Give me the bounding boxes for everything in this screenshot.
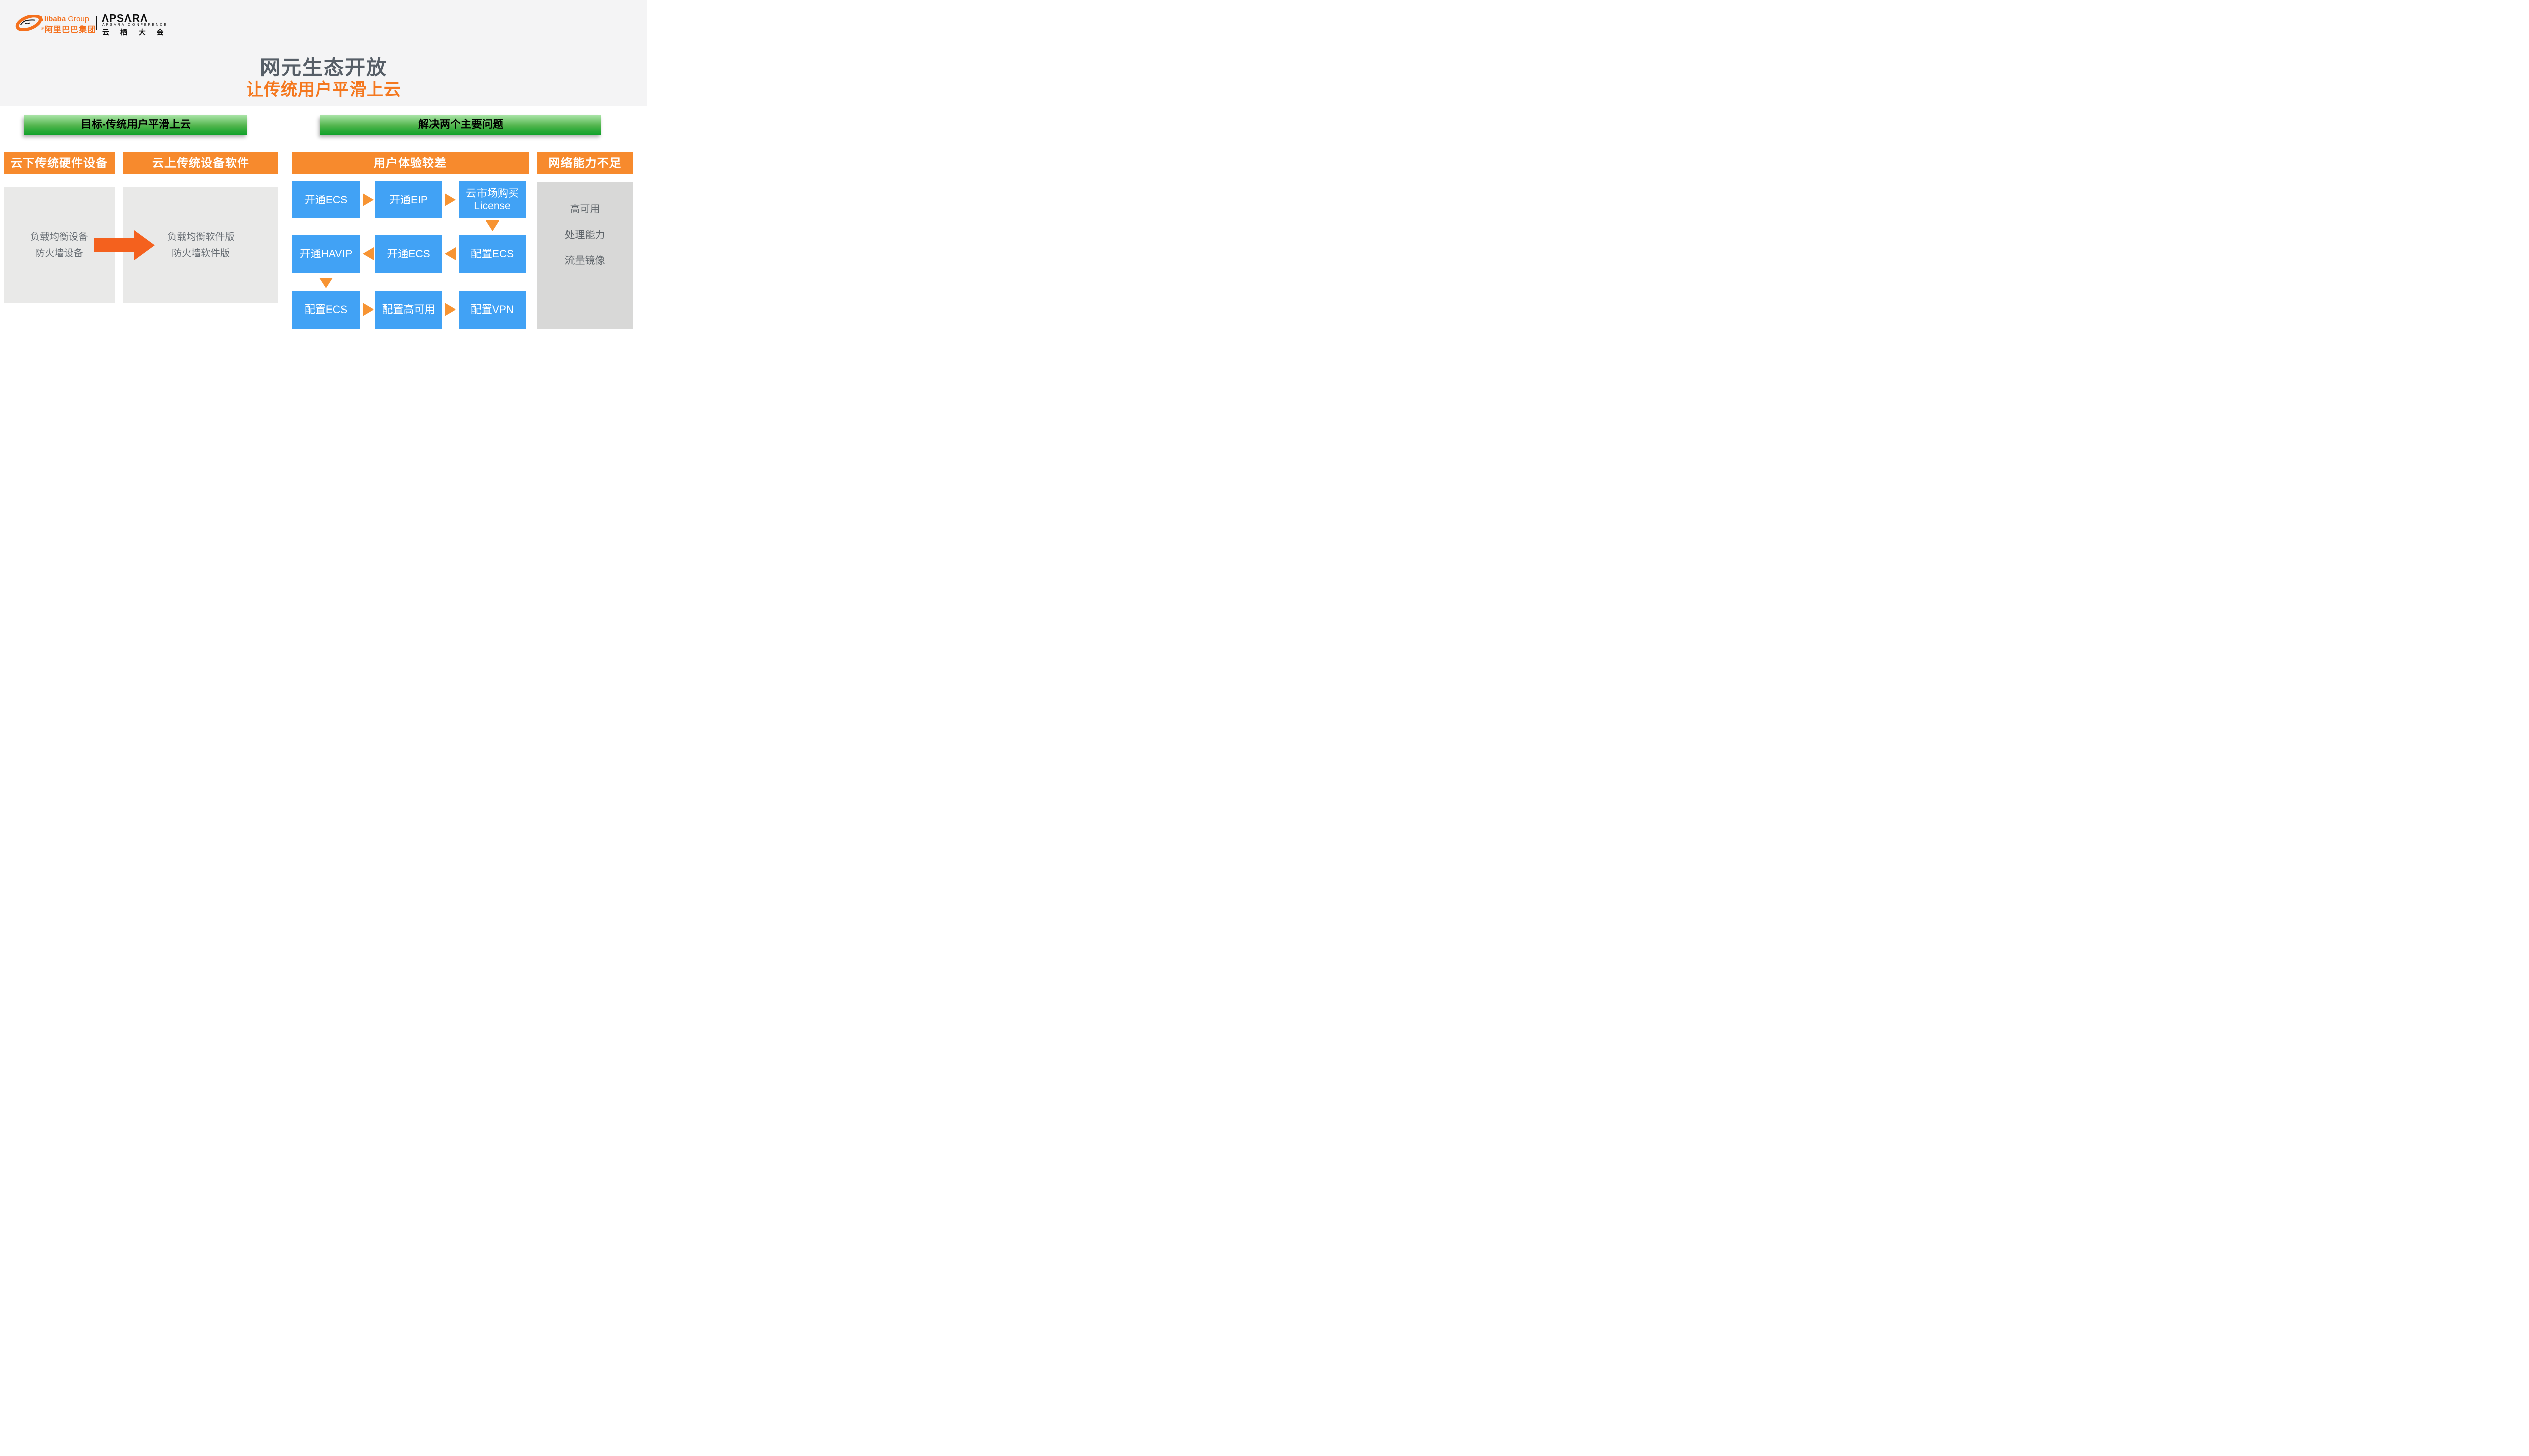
arrow-down-icon: [319, 278, 333, 288]
arrow-left-icon: [445, 247, 456, 260]
page-subtitle: 让传统用户平滑上云: [246, 80, 401, 99]
top-band: [0, 0, 647, 106]
arrow-right-icon: [363, 303, 374, 316]
problems-banner: 解决两个主要问题: [320, 115, 601, 135]
alibaba-chinese-name: 阿里巴巴集团: [45, 26, 97, 34]
flow-box-config-vpn: 配置VPN: [459, 291, 526, 329]
software-versions-panel: 负载均衡软件版 防火墙软件版: [123, 187, 278, 303]
apsara-chinese-name: 云 栖 大 会: [102, 28, 168, 36]
network-capability-panel: 高可用 处理能力 流量镜像: [537, 182, 633, 329]
header-insufficient-network: 网络能力不足: [537, 152, 633, 174]
page-title: 网元生态开放: [260, 57, 387, 79]
flow-box-marketplace-license: 云市场购买 License: [459, 181, 526, 218]
alibaba-smiley-icon: [15, 15, 42, 31]
slide: ® Alibaba Group 阿里巴巴集团 ΛPSΛRΛ APSARA CON…: [0, 0, 647, 364]
flow-box-open-ecs-1: 开通ECS: [292, 181, 360, 218]
header-oncloud-software: 云上传统设备软件: [123, 152, 278, 174]
flow-box-open-ecs-2: 开通ECS: [375, 235, 442, 273]
alibaba-group-wordmark: Alibaba Group: [38, 15, 89, 23]
registered-mark: ®: [41, 26, 44, 31]
alibaba-bold-text: Alibaba: [38, 15, 66, 23]
apsara-wordmark: ΛPSΛRΛ: [102, 12, 148, 25]
goal-banner: 目标-传统用户平滑上云: [24, 115, 247, 135]
header-poor-user-experience: 用户体验较差: [292, 152, 529, 174]
arrow-right-icon: [445, 193, 456, 206]
logo-divider: [96, 16, 97, 30]
flow-box-open-havip: 开通HAVIP: [292, 235, 360, 273]
arrow-left-icon: [363, 247, 374, 260]
apsara-conference-text: APSARA CONFERENCE: [102, 23, 168, 27]
arrow-down-icon: [486, 220, 499, 231]
arrow-right-icon: [363, 193, 374, 206]
arrow-right-icon: [445, 303, 456, 316]
header-offcloud-hardware: 云下传统硬件设备: [4, 152, 115, 174]
flow-box-config-ecs-1: 配置ECS: [459, 235, 526, 273]
flow-box-config-ecs-2: 配置ECS: [292, 291, 360, 329]
flow-box-open-eip: 开通EIP: [375, 181, 442, 218]
flow-box-config-ha: 配置高可用: [375, 291, 442, 329]
group-light-text: Group: [66, 15, 90, 23]
